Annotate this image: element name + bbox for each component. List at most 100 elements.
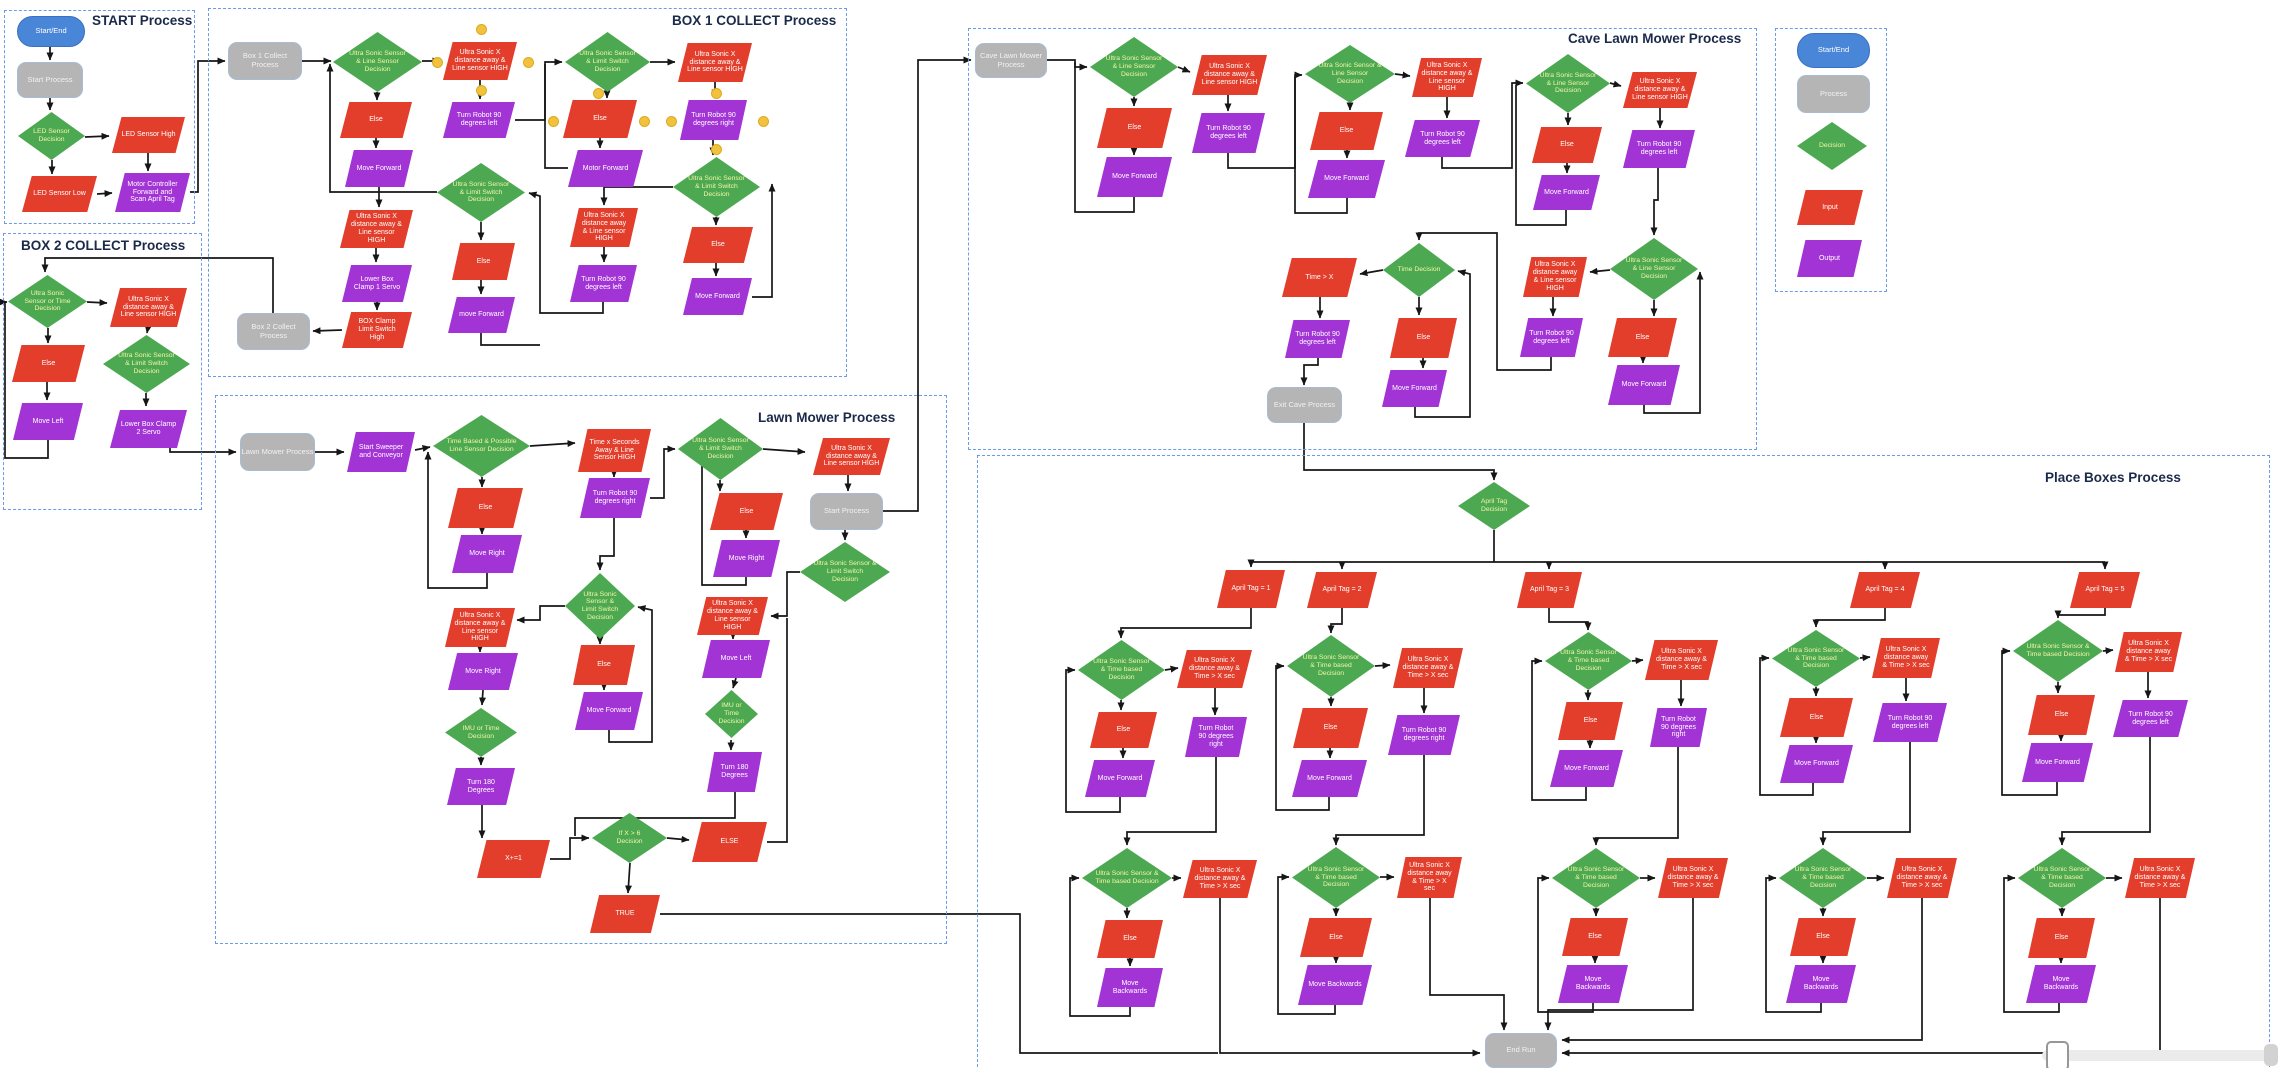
decision-node-ultra-sonic-sensor-time[interactable]: Ultra Sonic Sensor & Time based Decision: [1287, 635, 1375, 697]
input-node-else[interactable]: Else: [1532, 127, 1602, 163]
input-node-time-x[interactable]: Time > X: [1282, 258, 1357, 297]
input-node-april-tag-3[interactable]: April Tag = 3: [1517, 572, 1582, 608]
connection-point-dot[interactable]: [665, 115, 677, 127]
input-node-ultra-sonic-x-distance[interactable]: Ultra Sonic X distance away & Time > X s…: [1177, 650, 1252, 688]
connection-point-dot[interactable]: [710, 143, 722, 155]
input-node-ultra-sonic-x-distance[interactable]: Ultra Sonic X distance away & Line senso…: [445, 608, 515, 647]
output-node-lower-box-clamp-1[interactable]: Lower Box Clamp 1 Servo: [342, 265, 412, 302]
input-node-ultra-sonic-x-distance[interactable]: Ultra Sonic X distance away & Line senso…: [813, 438, 890, 475]
output-node-turn-180-degrees[interactable]: Turn 180 Degrees: [447, 768, 515, 805]
connection-point-dot[interactable]: [592, 87, 604, 99]
decision-node-led-sensor-decision[interactable]: LED Sensor Decision: [18, 112, 85, 160]
input-node-ultra-sonic-x-distance[interactable]: Ultra Sonic X distance away & Time > X s…: [1393, 648, 1463, 688]
connection-point-dot[interactable]: [757, 115, 769, 127]
process-node-cave-lawn-mower-process[interactable]: Cave Lawn Mower Process: [975, 43, 1047, 78]
process-node-lawn-mower-process[interactable]: Lawn Mower Process: [240, 433, 315, 471]
output-node-turn-robot-90-degrees[interactable]: Turn Robot 90 degrees right: [1388, 715, 1460, 755]
decision-node-ultra-sonic-sensor-limit[interactable]: Ultra Sonic Sensor & Limit Switch Decisi…: [103, 335, 190, 393]
input-node-else[interactable]: Else: [1790, 918, 1856, 956]
output-node-move-backwards[interactable]: Move Backwards: [1298, 965, 1372, 1005]
output-node-move-forward[interactable]: Move Forward: [1382, 370, 1447, 407]
output-node-move-forward[interactable]: Move Forward: [1550, 750, 1623, 787]
decision-node-ultra-sonic-sensor-line[interactable]: Ultra Sonic Sensor & Line Sensor Decisio…: [1610, 238, 1698, 300]
output-node-move-left[interactable]: Move Left: [702, 640, 770, 678]
decision-node-decision[interactable]: Decision: [1797, 122, 1867, 170]
connection-point-dot[interactable]: [547, 115, 559, 127]
input-node-ultra-sonic-x-distance[interactable]: Ultra Sonic X distance away & Line senso…: [1623, 72, 1697, 108]
output-node-move-right[interactable]: Move Right: [713, 540, 780, 577]
input-node-ultra-sonic-x-distance[interactable]: Ultra Sonic X distance away & Time > X s…: [1658, 858, 1728, 898]
input-node-ultra-sonic-x-distance[interactable]: Ultra Sonic X distance away & Line senso…: [678, 43, 752, 82]
output-node-move-forward[interactable]: move Forward: [448, 297, 515, 333]
connection-point-dot[interactable]: [475, 84, 487, 96]
input-node-else[interactable]: Else: [340, 102, 412, 138]
input-node-else[interactable]: Else: [2028, 695, 2095, 735]
process-node-start-process[interactable]: Start Process: [810, 493, 883, 530]
output-node-turn-robot-90-degrees[interactable]: Turn Robot 90 degrees right: [1650, 708, 1707, 747]
input-node-ultra-sonic-x-distance[interactable]: Ultra Sonic X distance away & Time > X s…: [2125, 858, 2195, 898]
input-node-ultra-sonic-x-distance[interactable]: Ultra Sonic X distance away & Time > X s…: [1645, 640, 1718, 680]
output-node-move-forward[interactable]: Move Forward: [1085, 760, 1155, 797]
output-node-turn-robot-90-degrees[interactable]: Turn Robot 90 degrees left: [1285, 320, 1350, 358]
input-node-ultra-sonic-x-distance[interactable]: Ultra Sonic X distance away & Time > X s…: [1397, 857, 1462, 898]
connection-point-dot[interactable]: [638, 115, 650, 127]
connection-point-dot[interactable]: [710, 87, 722, 99]
output-node-move-forward[interactable]: Move Forward: [1533, 175, 1600, 210]
output-node-turn-robot-90-degrees[interactable]: Turn Robot 90 degrees left: [1192, 113, 1265, 153]
terminal-node-start-end[interactable]: Start/End: [17, 16, 85, 47]
decision-node-if-x-6-decision[interactable]: If X > 6 Decision: [592, 813, 667, 863]
input-node-else[interactable]: Else: [1097, 920, 1163, 958]
decision-node-ultra-sonic-sensor-time[interactable]: Ultra Sonic Sensor & Time based Decision: [1545, 632, 1632, 690]
output-node-move-forward[interactable]: Move Forward: [575, 692, 643, 730]
process-node-box-2-collect-process[interactable]: Box 2 Collect Process: [237, 313, 310, 350]
output-node-output[interactable]: Output: [1797, 240, 1862, 277]
input-node-true[interactable]: TRUE: [590, 895, 660, 933]
decision-node-imu-or-time-decision[interactable]: IMU or Time Decision: [705, 690, 758, 738]
input-node-else[interactable]: Else: [448, 488, 523, 528]
output-node-lower-box-clamp-2[interactable]: Lower Box Clamp 2 Servo: [110, 410, 187, 448]
output-node-turn-robot-90-degrees[interactable]: Turn Robot 90 degrees left: [1405, 120, 1480, 157]
process-node-box-1-collect-process[interactable]: Box 1 Collect Process: [228, 42, 302, 80]
decision-node-ultra-sonic-sensor-line[interactable]: Ultra Sonic Sensor & Line Sensor Decisio…: [1526, 54, 1610, 113]
input-node-ultra-sonic-x-distance[interactable]: Ultra Sonic X distance away & Time > X s…: [1872, 638, 1940, 678]
input-node-ultra-sonic-x-distance[interactable]: Ultra Sonic X distance away & Time > X s…: [1183, 860, 1257, 898]
input-node-else[interactable]: Else: [1097, 108, 1172, 148]
input-node-else[interactable]: Else: [2028, 918, 2095, 958]
process-node-end-run[interactable]: End Run: [1485, 1033, 1557, 1068]
decision-node-ultra-sonic-sensor-time[interactable]: Ultra Sonic Sensor & Time based Decision: [2018, 848, 2106, 908]
input-node-else[interactable]: Else: [1310, 112, 1383, 150]
input-node-else[interactable]: Else: [1300, 918, 1372, 957]
decision-node-april-tag-decision[interactable]: April Tag Decision: [1458, 482, 1530, 530]
input-node-ultra-sonic-x-distance[interactable]: Ultra Sonic X distance away & Line senso…: [443, 42, 517, 80]
input-node-else[interactable]: Else: [683, 227, 753, 263]
input-node-ultra-sonic-x-distance[interactable]: Ultra Sonic X distance away & Line senso…: [570, 208, 638, 247]
decision-node-ultra-sonic-sensor-line[interactable]: Ultra Sonic Sensor & Line Sensor Decisio…: [1090, 37, 1178, 97]
input-node-else[interactable]: Else: [1090, 712, 1157, 748]
output-node-move-forward[interactable]: Move Forward: [1292, 760, 1367, 797]
input-node-ultra-sonic-x-distance[interactable]: Ultra Sonic X distance away & Line senso…: [340, 210, 413, 248]
input-node-input[interactable]: Input: [1797, 190, 1863, 225]
decision-node-ultra-sonic-sensor-limit[interactable]: Ultra Sonic Sensor & Limit Switch Decisi…: [565, 32, 650, 92]
decision-node-imu-or-time-decision[interactable]: IMU or Time Decision: [445, 708, 517, 757]
input-node-april-tag-2[interactable]: April Tag = 2: [1307, 572, 1377, 608]
input-node-else[interactable]: ELSE: [692, 822, 767, 862]
output-node-move-forward[interactable]: Move Forward: [683, 278, 752, 315]
process-node-process[interactable]: Process: [1797, 75, 1870, 113]
output-node-turn-robot-90-degrees[interactable]: Turn Robot 90 degrees left: [1623, 130, 1695, 168]
input-node-x-1[interactable]: X+=1: [477, 840, 550, 878]
input-node-ultra-sonic-x-distance[interactable]: Ultra Sonic X distance away & Line senso…: [1412, 58, 1482, 97]
output-node-start-sweeper-and-conveyor[interactable]: Start Sweeper and Conveyor: [347, 432, 415, 472]
decision-node-ultra-sonic-sensor-limit[interactable]: Ultra Sonic Sensor & Limit Switch Decisi…: [678, 418, 763, 480]
input-node-box-clamp-limit-switch[interactable]: BOX Clamp Limit Switch High: [342, 312, 412, 348]
output-node-move-right[interactable]: Move Right: [448, 653, 518, 690]
connection-point-dot[interactable]: [431, 56, 443, 68]
decision-node-ultra-sonic-sensor-line[interactable]: Ultra Sonic Sensor & Line Sensor Decisio…: [333, 32, 422, 92]
input-node-led-sensor-low[interactable]: LED Sensor Low: [22, 176, 97, 212]
terminal-node-start-end[interactable]: Start/End: [1797, 33, 1870, 68]
decision-node-ultra-sonic-sensor-time[interactable]: Ultra Sonic Sensor & Time based Decision: [1292, 847, 1380, 908]
decision-node-ultra-sonic-sensor-time[interactable]: Ultra Sonic Sensor & Time based Decision: [1779, 848, 1867, 908]
output-node-move-forward[interactable]: Move Forward: [1308, 160, 1385, 198]
input-node-ultra-sonic-x-distance[interactable]: Ultra Sonic X distance away & Line senso…: [697, 597, 768, 635]
process-node-start-process[interactable]: Start Process: [17, 62, 83, 98]
connection-point-dot[interactable]: [475, 23, 487, 35]
